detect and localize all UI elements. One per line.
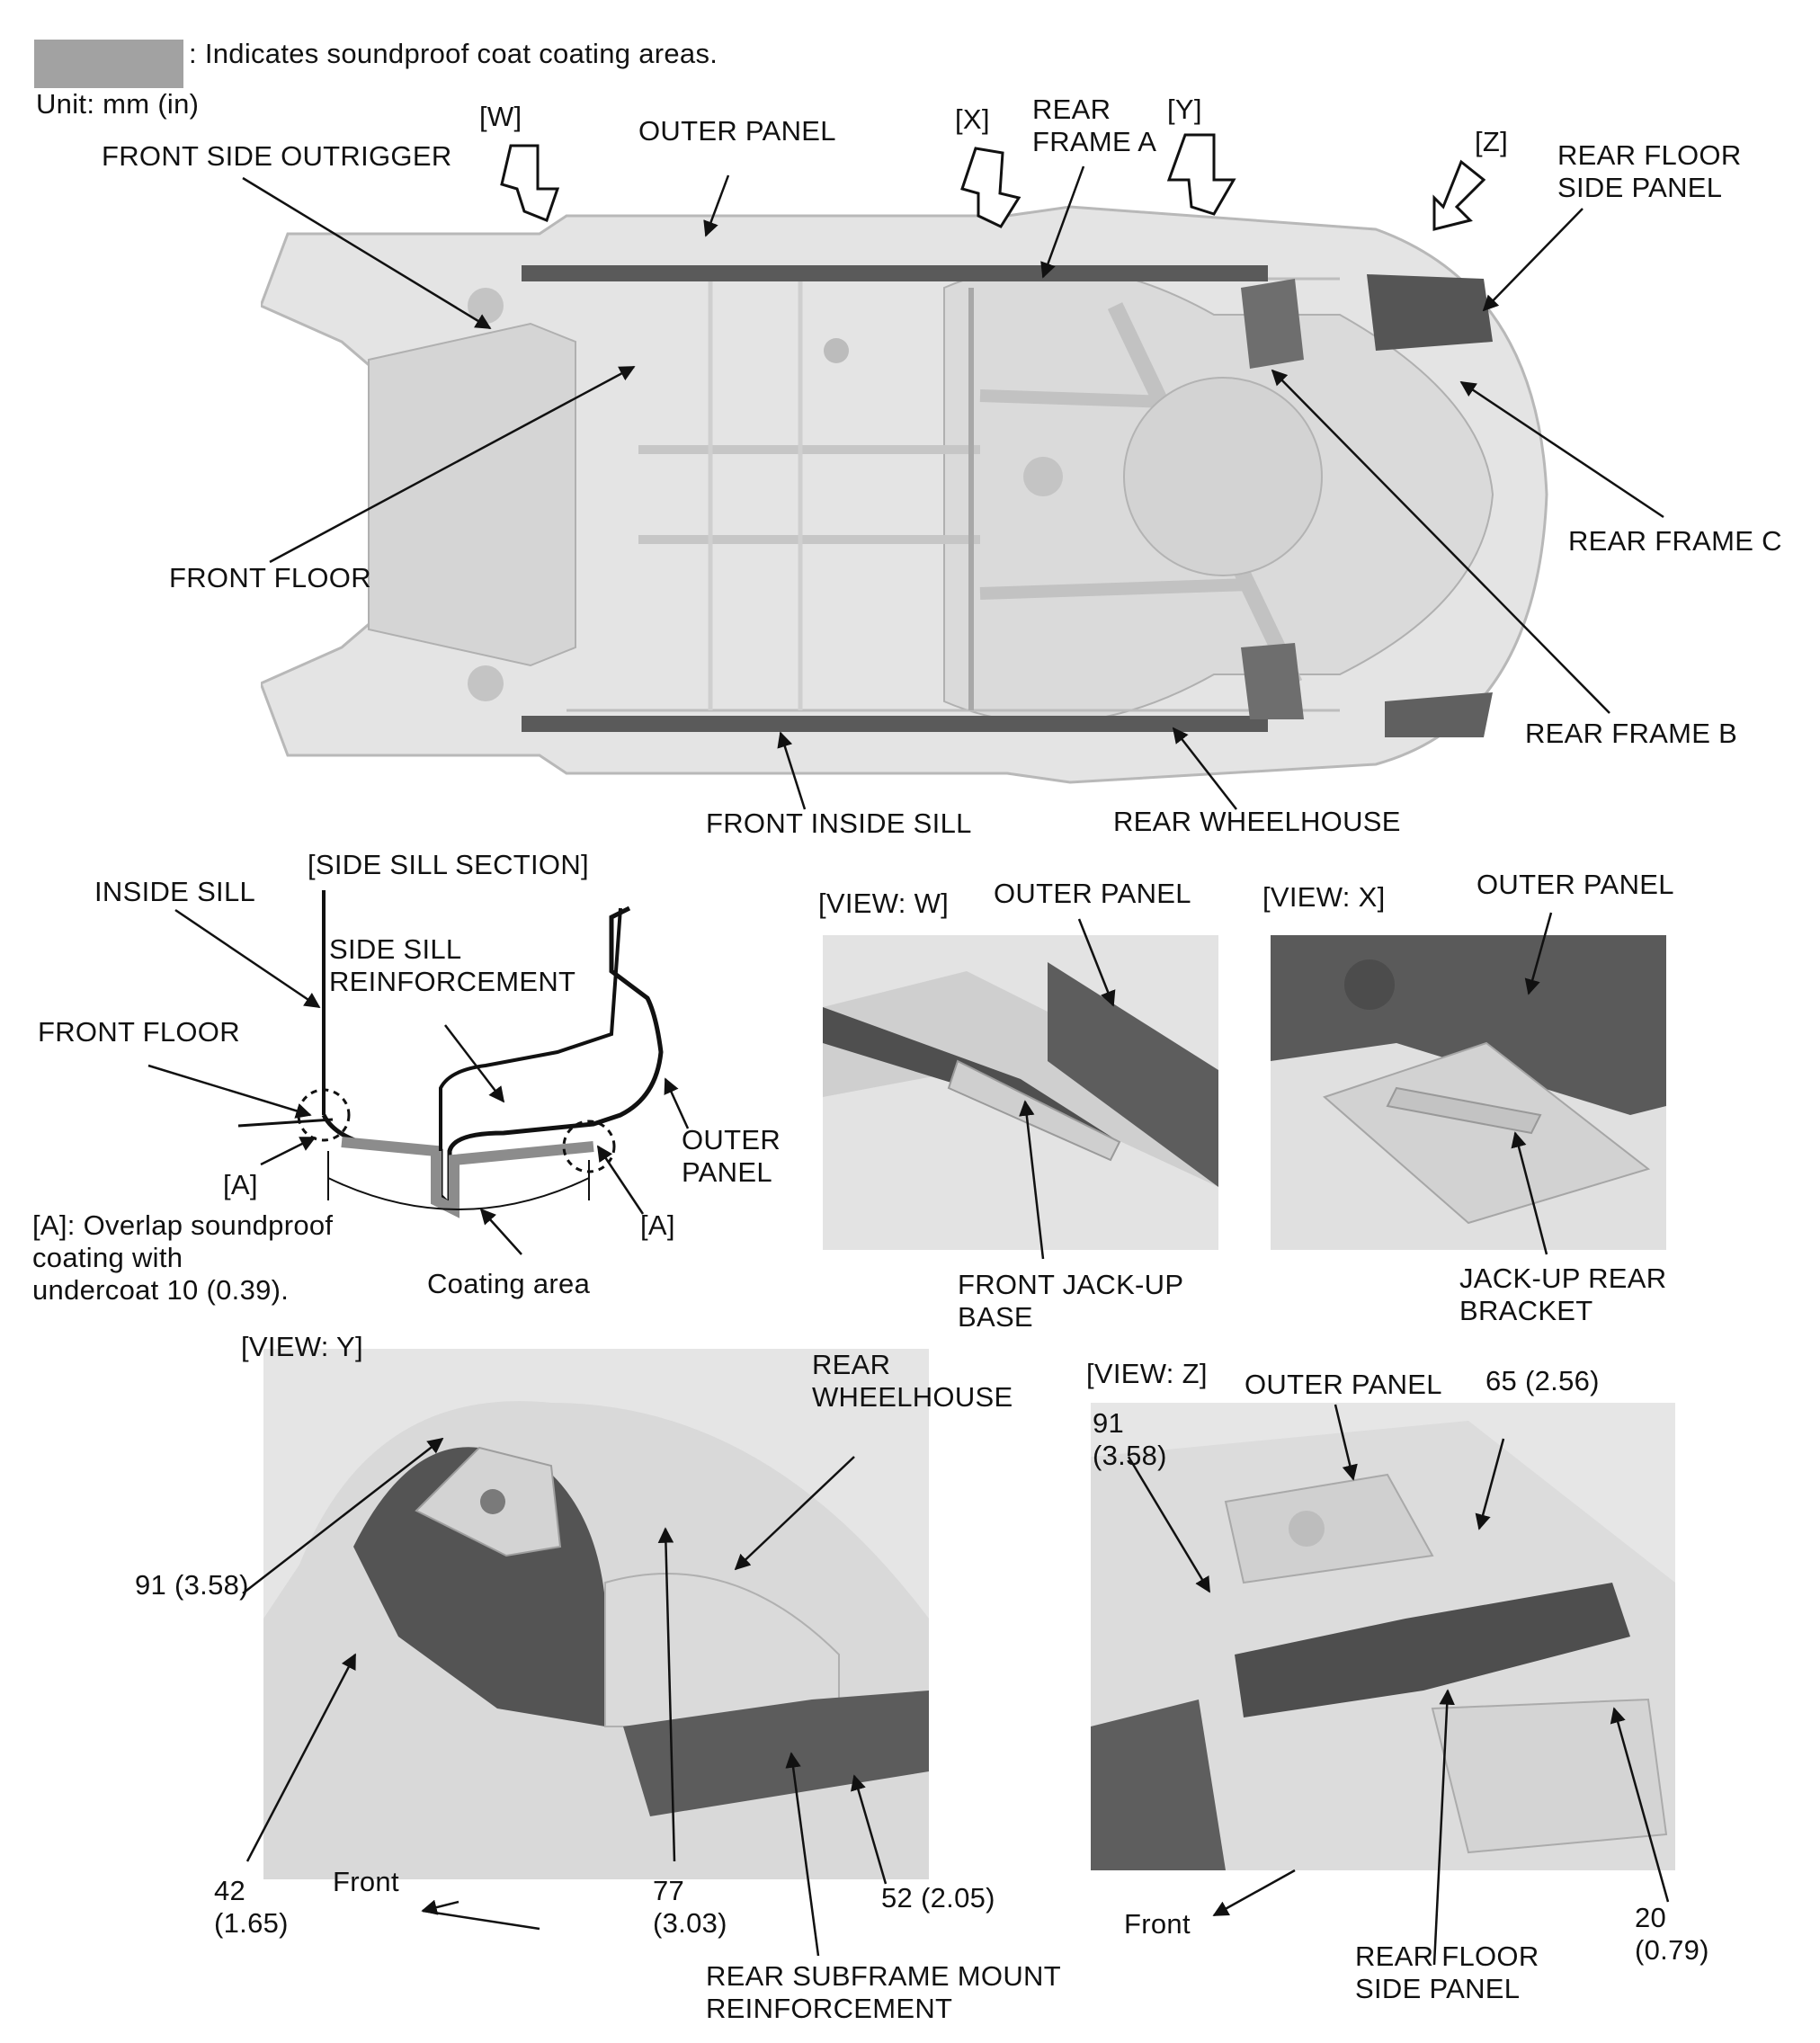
side-sill-reinforcement-label: SIDE SILL REINFORCEMENT xyxy=(329,933,576,997)
a-marker-left: [A] xyxy=(223,1169,258,1200)
view-w-marker: [W] xyxy=(479,101,522,132)
view-w-outer-panel-label: OUTER PANEL xyxy=(994,878,1191,909)
legend-swatch xyxy=(34,40,183,88)
side-sill-section-title: [SIDE SILL SECTION] xyxy=(308,849,589,880)
view-x-illustration xyxy=(1271,935,1666,1250)
rear-subframe-mount-reinforcement-label: REAR SUBFRAME MOUNT REINFORCEMENT xyxy=(706,1960,1061,2024)
view-z-title: [VIEW: Z] xyxy=(1086,1358,1208,1389)
view-y-title: [VIEW: Y] xyxy=(241,1331,363,1362)
front-side-outrigger-label: FRONT SIDE OUTRIGGER xyxy=(102,140,452,172)
view-z-rear-floor-side-panel-label: REAR FLOOR SIDE PANEL xyxy=(1355,1940,1539,2004)
outer-panel-label: OUTER PANEL xyxy=(638,115,836,147)
legend-text: : Indicates soundproof coat coating area… xyxy=(189,38,718,69)
rear-frame-a-label: REAR FRAME A xyxy=(1032,94,1157,157)
front-inside-sill-label: FRONT INSIDE SILL xyxy=(706,807,972,839)
view-w-title: [VIEW: W] xyxy=(818,888,950,919)
view-w-illustration xyxy=(823,935,1218,1250)
side-sill-section-drawing xyxy=(237,890,664,1218)
front-direction-label-z: Front xyxy=(1124,1908,1191,1940)
view-z-marker: [Z] xyxy=(1475,126,1509,157)
dim-52: 52 (2.05) xyxy=(881,1882,995,1914)
jack-up-rear-bracket-label: JACK-UP REAR BRACKET xyxy=(1459,1262,1667,1326)
rear-floor-side-panel-label: REAR FLOOR SIDE PANEL xyxy=(1557,139,1742,203)
dim-91-view-z: 91 (3.58) xyxy=(1093,1407,1167,1471)
dim-91-view-y: 91 (3.58) xyxy=(135,1569,249,1601)
view-x-outer-panel-label: OUTER PANEL xyxy=(1477,869,1674,900)
front-jack-up-base-label: FRONT JACK-UP BASE xyxy=(958,1269,1184,1333)
outer-panel-section-label: OUTER PANEL xyxy=(682,1124,781,1188)
rear-wheelhouse-label: REAR WHEELHOUSE xyxy=(1113,806,1401,837)
coating-area-label: Coating area xyxy=(427,1268,591,1299)
view-z-outer-panel-label: OUTER PANEL xyxy=(1245,1369,1442,1400)
dim-65: 65 (2.56) xyxy=(1485,1365,1600,1396)
view-y-illustration xyxy=(263,1349,929,1879)
inside-sill-label: INSIDE SILL xyxy=(94,876,256,907)
dim-42: 42 (1.65) xyxy=(214,1875,289,1939)
unit-label: Unit: mm (in) xyxy=(36,88,200,120)
front-floor-section-label: FRONT FLOOR xyxy=(38,1016,240,1048)
dim-20: 20 (0.79) xyxy=(1635,1902,1709,1966)
view-z-illustration xyxy=(1091,1403,1675,1870)
dim-77: 77 (3.03) xyxy=(653,1875,727,1939)
view-x-title: [VIEW: X] xyxy=(1262,881,1386,913)
underbody-illustration xyxy=(261,205,1548,784)
view-y-marker: [Y] xyxy=(1167,94,1202,125)
overlap-note: [A]: Overlap soundproof coating with und… xyxy=(32,1209,334,1306)
front-direction-label-y: Front xyxy=(333,1866,399,1897)
rear-frame-b-label: REAR FRAME B xyxy=(1525,718,1738,749)
rear-frame-c-label: REAR FRAME C xyxy=(1568,525,1782,557)
a-marker-right: [A] xyxy=(640,1209,675,1241)
view-y-rear-wheelhouse-label: REAR WHEELHOUSE xyxy=(812,1349,1013,1413)
front-floor-label: FRONT FLOOR xyxy=(169,562,371,593)
view-x-marker: [X] xyxy=(955,103,990,135)
